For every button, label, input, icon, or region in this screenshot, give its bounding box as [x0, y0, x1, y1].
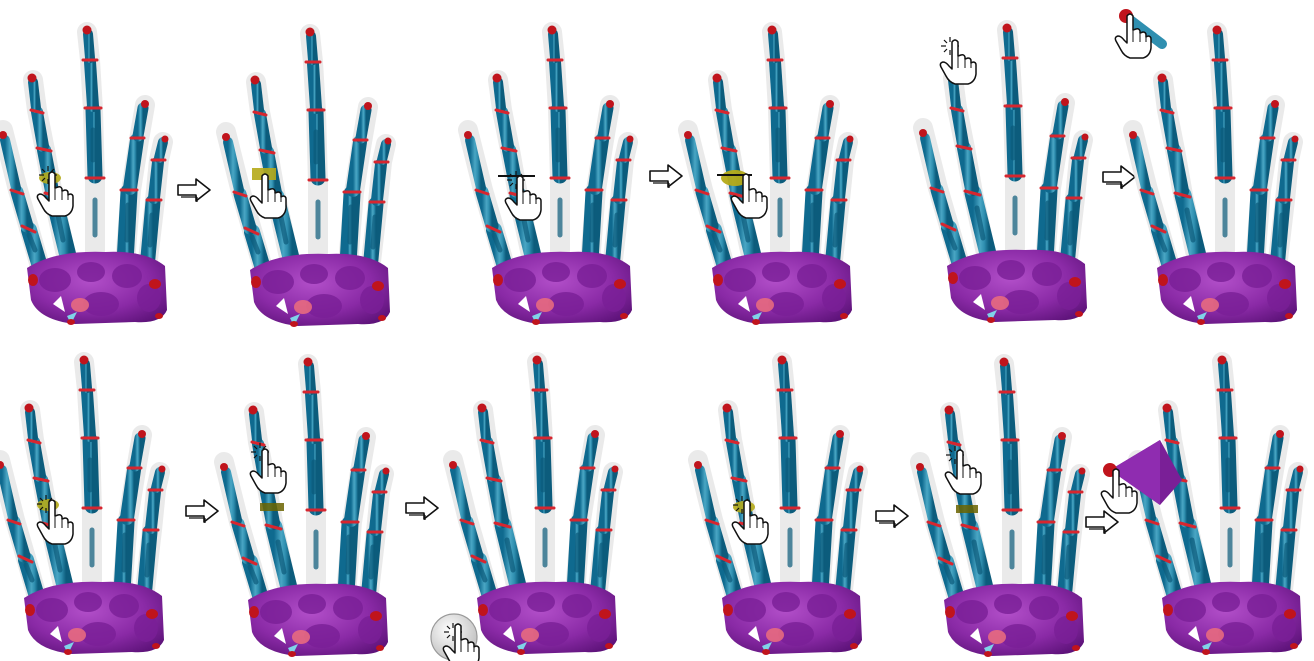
hand-pointer-icon — [1115, 14, 1151, 58]
panel-5-hand — [919, 24, 1089, 324]
touch-button-icon[interactable] — [431, 614, 479, 661]
outline-right-arrow-icon — [178, 179, 210, 202]
panel-3-hand — [464, 26, 634, 326]
outline-right-arrow-icon — [1086, 511, 1118, 534]
panel-6-hand — [1115, 9, 1298, 325]
outline-right-arrow-icon — [186, 500, 218, 523]
panel-7-hand — [0, 356, 166, 656]
panel-2-hand — [222, 28, 392, 328]
panel-1-hand — [0, 26, 169, 326]
outline-right-arrow-icon — [876, 505, 908, 528]
outline-right-arrow-icon — [1103, 166, 1135, 189]
panel-8-hand — [220, 358, 390, 658]
panel-4-hand — [684, 26, 854, 326]
panel-12-hand — [1101, 356, 1303, 656]
outline-right-arrow-icon — [406, 497, 438, 520]
panel-11-hand — [916, 358, 1086, 658]
outline-right-arrow-icon — [650, 165, 682, 188]
panel-10-hand — [694, 356, 864, 656]
panel-9-hand — [449, 356, 619, 656]
